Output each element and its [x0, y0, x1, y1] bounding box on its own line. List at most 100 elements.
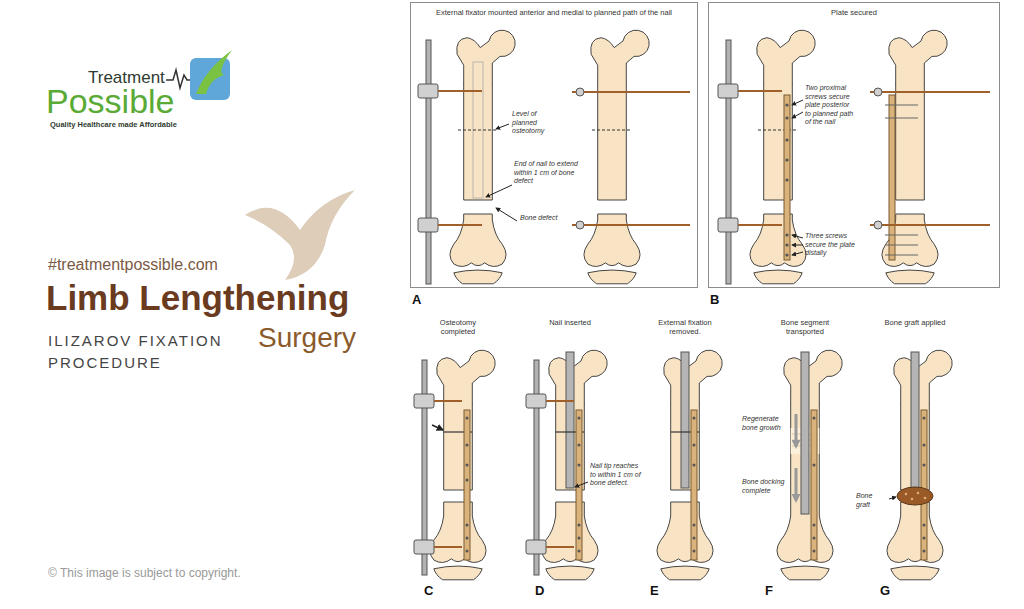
callout-label: Nail tip reaches to within 1 cm of bone … [590, 462, 642, 488]
illustration-part [438, 90, 482, 92]
illustration-part [693, 537, 696, 540]
illustration-part [693, 464, 696, 467]
illustration-part [885, 105, 918, 255]
illustration-part [466, 550, 469, 553]
illustration-part [917, 492, 920, 495]
illustration-part [693, 417, 696, 420]
illustration-part [795, 414, 798, 446]
illustration-part [572, 91, 690, 93]
illustration-part [572, 224, 690, 226]
illustration-part [450, 30, 515, 284]
illustration-part [923, 417, 926, 420]
illustration-part [813, 537, 816, 540]
illustration-part [466, 537, 469, 540]
illustration-part [466, 464, 469, 467]
illustration-part [418, 218, 438, 232]
illustration-part [923, 417, 926, 553]
subtitle: Surgery [258, 322, 356, 354]
illustration-part [496, 124, 509, 129]
caption-text: ILIZAROV FIXATION [48, 332, 223, 349]
callout-label: Regenerate bone growth [742, 415, 786, 432]
illustration-part [738, 224, 782, 226]
illustration-part [434, 546, 462, 548]
panel-letter: G [880, 583, 890, 598]
illustration-part [466, 479, 469, 482]
illustration-part [578, 464, 581, 467]
illustration-part [486, 185, 512, 197]
panel-b-figure [718, 30, 990, 284]
callout-label: Two proximal screws secure plate posteri… [805, 84, 855, 127]
illustration-part [418, 84, 438, 98]
callout-label: End of nail to extend within 1 cm of bon… [514, 160, 580, 186]
illustration-part [813, 524, 816, 527]
illustration-part [578, 550, 581, 553]
illustration-part [813, 550, 816, 553]
logo-text: Possible [46, 82, 175, 120]
illustration-part [546, 400, 574, 402]
illustration-part [432, 425, 443, 430]
illustration-part [785, 158, 788, 161]
illustration-part [546, 546, 574, 548]
illustration-part [923, 444, 926, 447]
panel-e-figure [657, 350, 722, 580]
panel-letter: C [424, 583, 433, 598]
illustration-part [792, 235, 803, 238]
illustration-part [466, 417, 469, 553]
illustration-part [438, 224, 482, 226]
illustration-part [466, 444, 469, 447]
illustration-part [813, 417, 816, 420]
illustration-part [426, 40, 431, 284]
illustration-part [785, 253, 788, 256]
illustration-part [792, 100, 803, 105]
illustration-part [726, 40, 731, 284]
illustration-part [887, 350, 952, 580]
panel-letter: F [765, 583, 773, 598]
callout-label: Bone graft [856, 492, 887, 509]
illustration-part [795, 468, 798, 500]
panel-letter: B [710, 292, 719, 307]
illustration-part [578, 417, 581, 553]
illustration-part [578, 537, 581, 540]
illustration-part [874, 221, 882, 229]
illustration-part [784, 95, 790, 260]
illustration-part [693, 524, 696, 527]
illustration-part [496, 208, 517, 221]
illustration-part [897, 487, 933, 505]
illustration-part [718, 218, 738, 232]
panel-a-figure [418, 30, 690, 284]
website-text: #treatmentpossible.com [48, 256, 218, 274]
logo-icon [166, 50, 232, 100]
illustration-part [693, 550, 696, 553]
illustration-part [785, 243, 788, 246]
callout-label: Level of planned osteotomy [512, 110, 562, 136]
illustration-part [889, 497, 896, 499]
illustration-part [430, 350, 495, 580]
illustration-part [785, 103, 788, 106]
illustration-part [434, 400, 462, 402]
illustration-part [414, 394, 434, 408]
illustration-part [813, 464, 816, 467]
illustration-part [693, 444, 696, 447]
illustration-part [885, 117, 918, 118]
step-heading: External fixation removed. [650, 318, 720, 336]
panel-f-figure [777, 350, 842, 580]
illustration-part [792, 245, 803, 246]
illustration-part [885, 254, 918, 255]
panel-letter: D [535, 583, 544, 598]
illustration-part [464, 410, 470, 560]
illustration-part [911, 352, 919, 488]
illustration-part [785, 116, 788, 119]
illustration-part [785, 138, 788, 141]
bird-watermark [245, 190, 355, 280]
illustration-part [575, 482, 588, 487]
illustration-part [882, 30, 947, 284]
illustration-part [681, 352, 689, 488]
step-heading: Nail inserted [535, 318, 605, 327]
illustration-part [777, 350, 842, 580]
illustration-part [905, 493, 908, 496]
illustration-part [466, 524, 469, 527]
illustration-part [870, 224, 990, 226]
illustration-part [923, 550, 926, 553]
panel-heading: Plate secured [709, 3, 999, 17]
illustration-part [738, 90, 782, 92]
